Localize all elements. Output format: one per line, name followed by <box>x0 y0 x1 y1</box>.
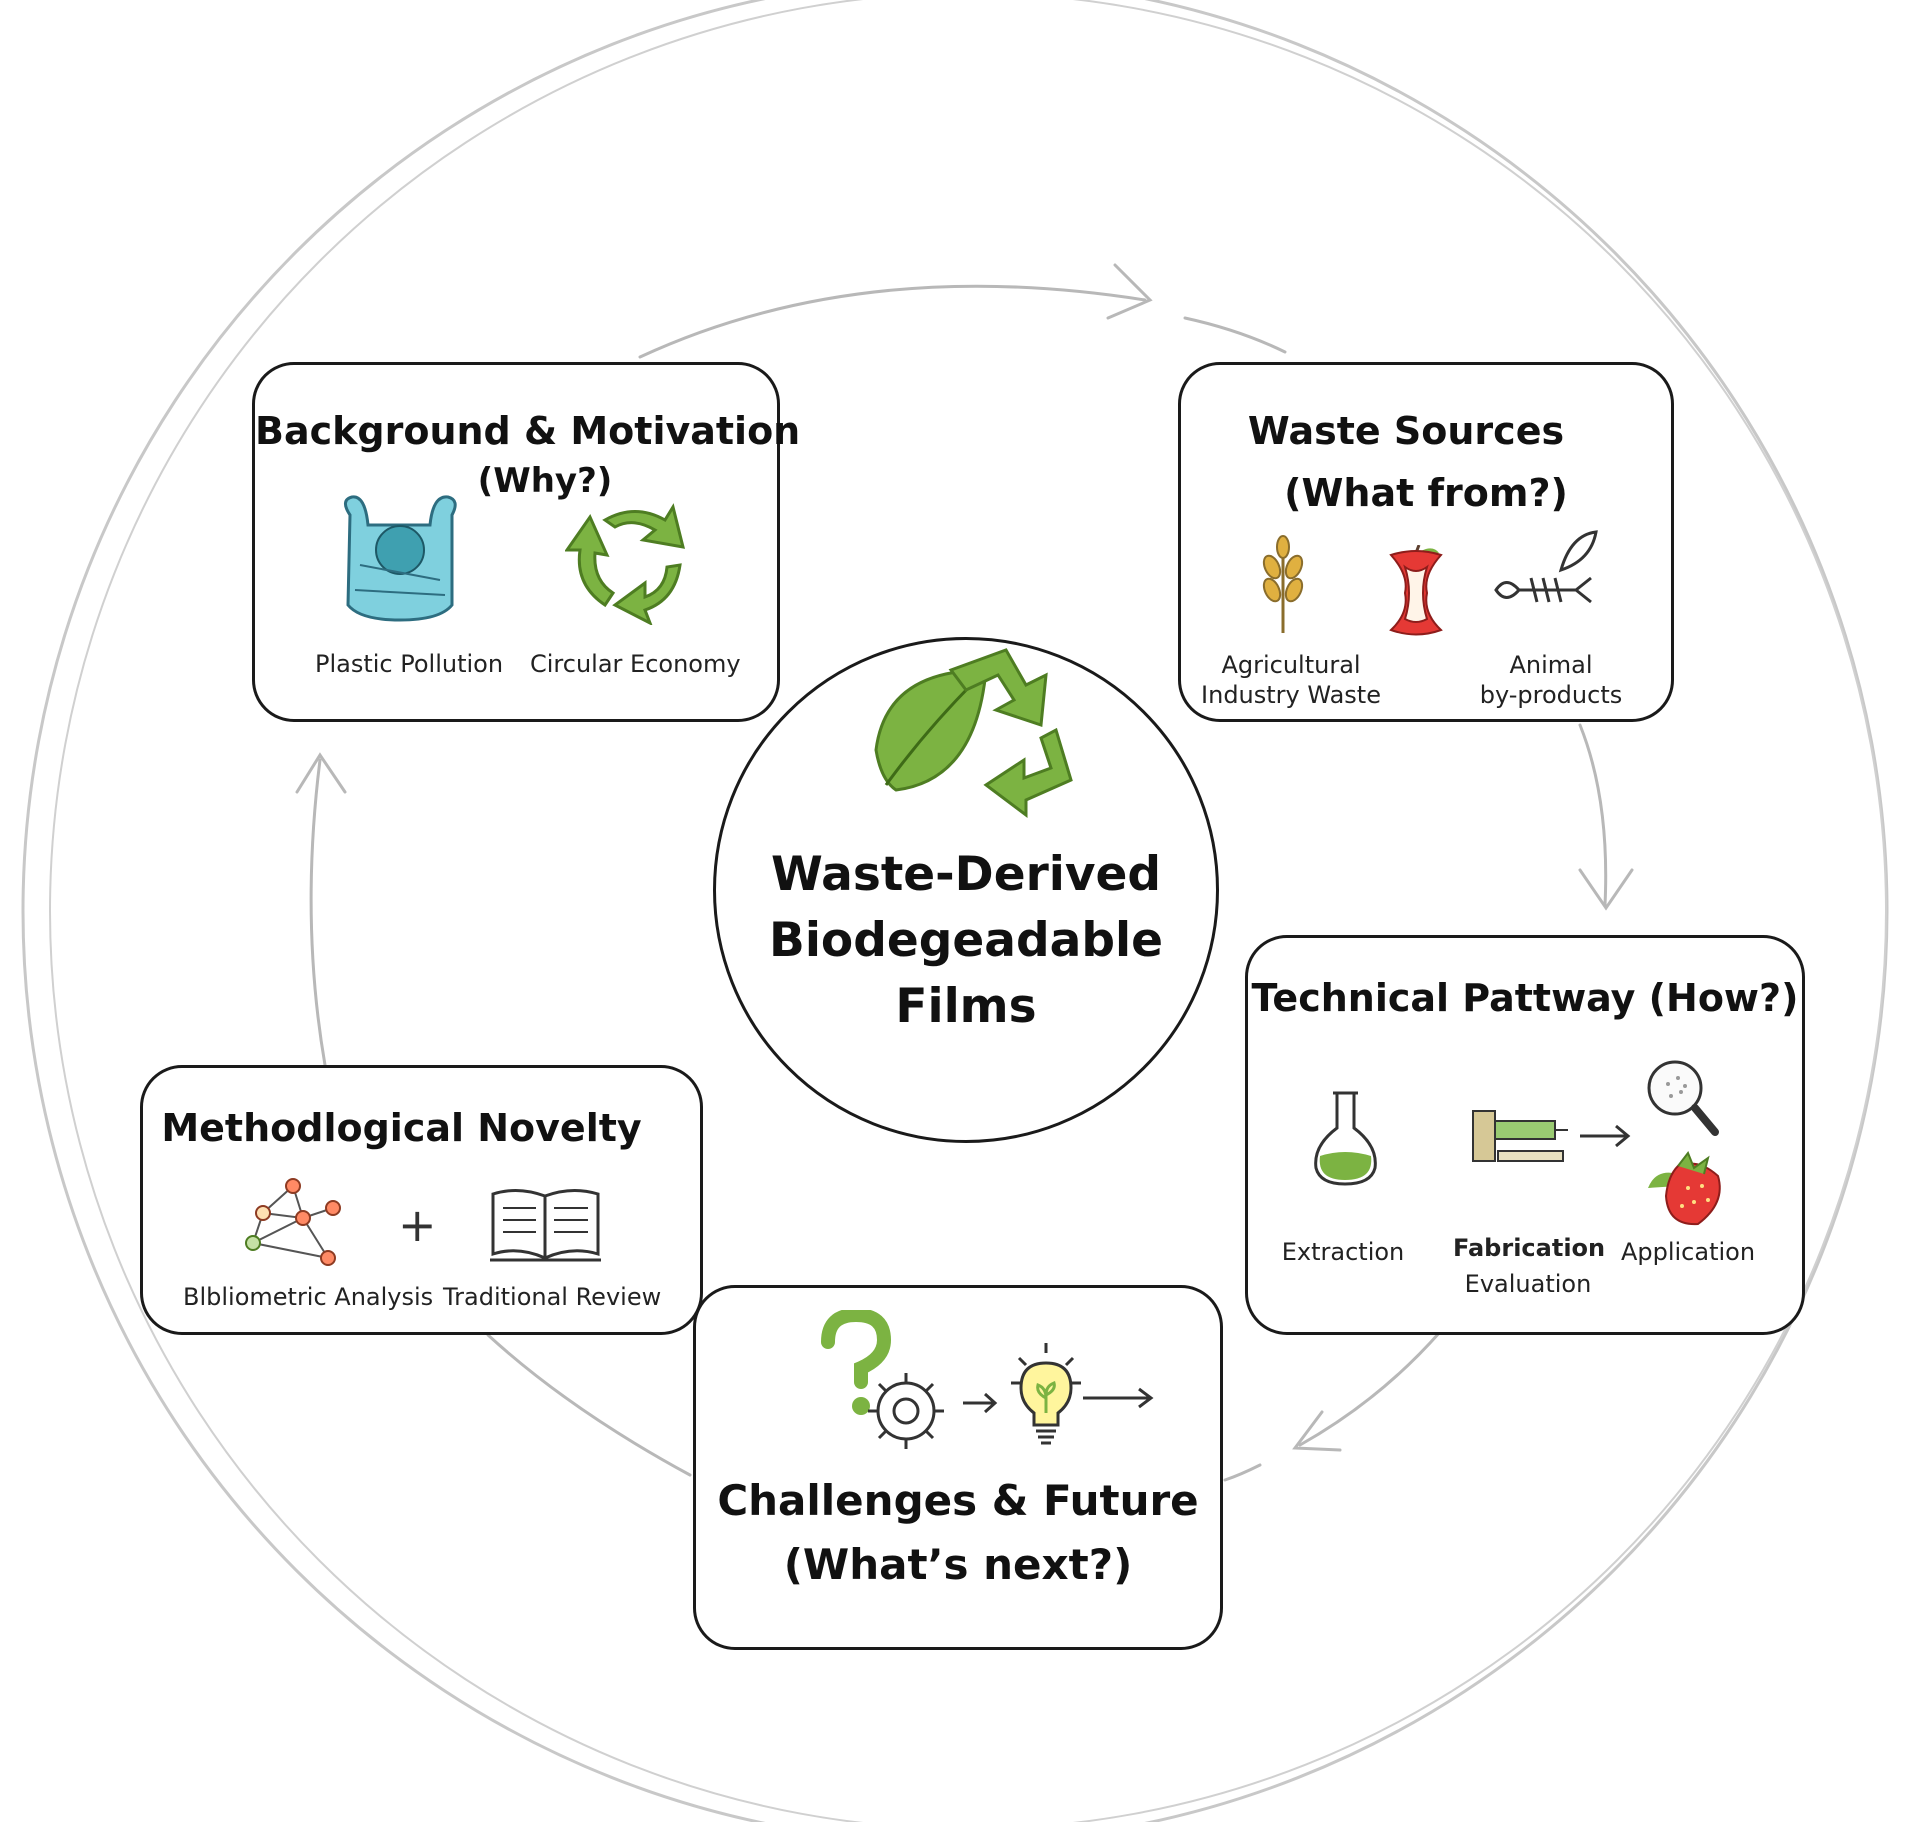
challenges-title-line-2: (What’s next?) <box>783 1540 1133 1589</box>
cycle-arrows <box>295 263 1634 1482</box>
animal-byproducts-line-2: by-products <box>1479 681 1623 709</box>
center-title: Waste-Derived Biodegeadable Films <box>716 842 1216 1040</box>
challenges-title-line-1: Challenges & Future <box>717 1476 1199 1525</box>
bibliometric-analysis-label: Blbliometric Analysis <box>183 1283 434 1311</box>
question-mark-icon <box>821 1310 892 1415</box>
magnifier-icon <box>1647 1060 1719 1136</box>
agricultural-waste-line-2: Industry Waste <box>1201 681 1381 709</box>
arrow-bottom-tail <box>1223 1463 1262 1482</box>
waste-title-line-2: (What from?) <box>1284 471 1568 515</box>
fabrication-evaluation-label: Fabrication Evaluation <box>1453 1230 1606 1302</box>
plastic-pollution-label: Plastic Pollution <box>315 650 504 678</box>
animal-byproducts-line-1: Animal <box>1509 651 1593 679</box>
center-title-line-3: Films <box>895 979 1037 1034</box>
extraction-label: Extraction <box>1281 1238 1405 1266</box>
flask-icon <box>1314 1091 1377 1186</box>
center-title-line-1: Waste-Derived <box>770 847 1162 902</box>
center-topic: Waste-Derived Biodegeadable Films <box>713 637 1219 1143</box>
wheat-icon <box>1262 535 1304 633</box>
arrow-bottom-right-arc <box>1298 1330 1442 1447</box>
circular-economy-label: Circular Economy <box>530 650 741 678</box>
arrow-top-head <box>1106 263 1153 320</box>
application-label: Application <box>1620 1238 1756 1266</box>
background-subtitle: (Why?) <box>477 461 613 501</box>
fabrication-line: Fabrication <box>1453 1234 1606 1262</box>
open-book-icon <box>490 1189 601 1262</box>
agricultural-waste-label: Agricultural Industry Waste <box>1201 650 1381 710</box>
arrow-top-arc <box>638 284 1147 359</box>
plastic-bag-icon <box>344 495 457 622</box>
recycle-leaf-icon <box>874 648 1073 818</box>
film-casting-icon <box>1472 1110 1631 1162</box>
waste-title-line-1: Waste Sources <box>1247 409 1565 453</box>
background-motivation-box: Background & Motivation (Why?) Plastic P… <box>252 362 801 722</box>
agricultural-waste-line-1: Agricultural <box>1221 651 1361 679</box>
gear-icon <box>868 1373 944 1449</box>
arrow-bottom-right-head <box>1292 1410 1342 1452</box>
arrow-left-head <box>295 752 347 794</box>
traditional-review-label: Traditional Review <box>443 1283 662 1311</box>
center-title-line-2: Biodegeadable <box>769 913 1163 968</box>
recycle-arrows-icon <box>565 503 686 625</box>
technical-pathway-box: Technical Pattway (How?) Extraction Fabr… <box>1245 935 1805 1335</box>
arrow-right-arc <box>1578 723 1608 907</box>
technical-title: Technical Pattway (How?) <box>1251 976 1799 1020</box>
challenges-future-box: Challenges & Future (What’s next?) <box>693 1285 1223 1650</box>
strawberry-icon <box>1648 1150 1721 1226</box>
network-icon <box>245 1178 341 1266</box>
arrow-right-small-icon <box>963 1392 998 1414</box>
arrow-top-right-arc <box>1183 316 1287 354</box>
outer-ring-inner <box>49 0 1887 1822</box>
arrow-right-icon <box>1083 1387 1154 1409</box>
animal-byproducts-label: Animal by-products <box>1456 650 1646 710</box>
plus-sign: + <box>398 1198 437 1252</box>
methods-title: Methodlogical Novelty <box>161 1106 642 1150</box>
methodological-novelty-box: Methodlogical Novelty + Blbliometric Ana… <box>140 1065 703 1335</box>
arrow-left-arc <box>309 758 327 1067</box>
arrow-right-head <box>1578 868 1634 911</box>
background-title: Background & Motivation <box>255 409 801 453</box>
arrow-bottom-left-arc <box>486 1333 692 1477</box>
lightbulb-icon <box>1011 1343 1081 1445</box>
fish-bone-icon <box>1494 530 1598 604</box>
evaluation-line: Evaluation <box>1464 1270 1592 1298</box>
waste-sources-box: Waste Sources (What from?) Agricultural … <box>1178 362 1674 722</box>
apple-core-icon <box>1389 545 1443 636</box>
